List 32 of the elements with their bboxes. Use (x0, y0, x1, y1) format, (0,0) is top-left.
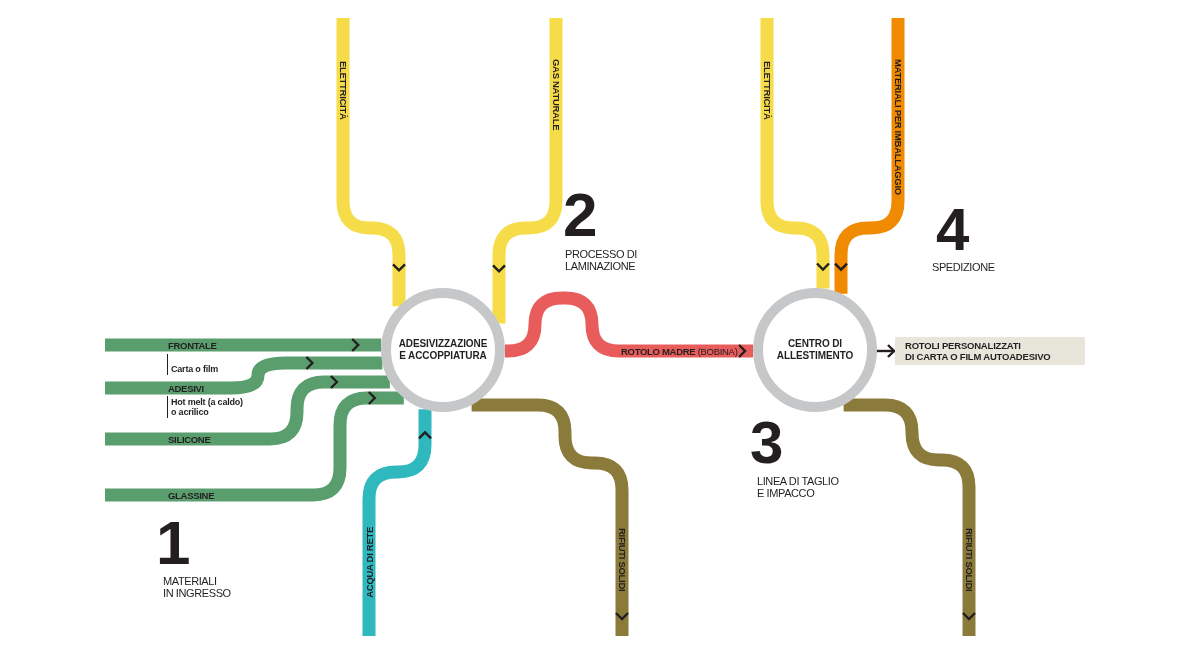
output-band: ROTOLI PERSONALIZZATI DI CARTA O FILM AUTOADESIVO (895, 337, 1085, 365)
step-number: 3 (750, 421, 783, 466)
edge-label: RIFIUTI SOLIDI (963, 527, 975, 593)
process-circle: CENTRO DI ALLESTIMENTO (753, 288, 877, 412)
step-number: 4 (936, 208, 969, 253)
flow-arrow (491, 18, 563, 324)
flow-arrow (877, 343, 896, 359)
step-caption: PROCESSO DI LAMINAZIONE (565, 248, 637, 272)
flow-arrow (105, 390, 404, 502)
flow-arrow (105, 355, 383, 395)
edge-label: ELETTRICITÀ (761, 60, 773, 121)
edge-label: MATERIALI PER IMBALLAGGIO (892, 58, 904, 196)
edge-label: GAS NATURALE (550, 58, 562, 132)
step-caption: LINEA DI TAGLIO E IMPACCO (757, 475, 839, 499)
flow-arrow (362, 409, 433, 636)
step-number: 1 (156, 520, 190, 566)
flow-arrow (760, 18, 831, 289)
edge-label: ELETTRICITÀ (337, 60, 349, 121)
flow-arrow (833, 18, 905, 294)
process-circle: ADESIVIZZAZIONE E ACCOPPIATURA (381, 288, 505, 412)
flow-arrow (843, 398, 977, 636)
edge-label: RIFIUTI SOLIDI (616, 527, 628, 593)
flow-arrow (471, 398, 630, 636)
annotation: Carta o film (167, 354, 219, 375)
flow-arrow (105, 337, 382, 353)
flow-arrow (336, 18, 407, 307)
step-number: 2 (563, 192, 597, 238)
flow-arrow (105, 374, 390, 446)
annotation: Hot melt (a caldo) o acrilico (167, 396, 243, 418)
step-caption: SPEDIZIONE (932, 261, 995, 273)
edge-label: ROTOLO MADRE (BOBINA) (620, 345, 739, 357)
step-caption: MATERIALI IN INGRESSO (163, 575, 231, 599)
